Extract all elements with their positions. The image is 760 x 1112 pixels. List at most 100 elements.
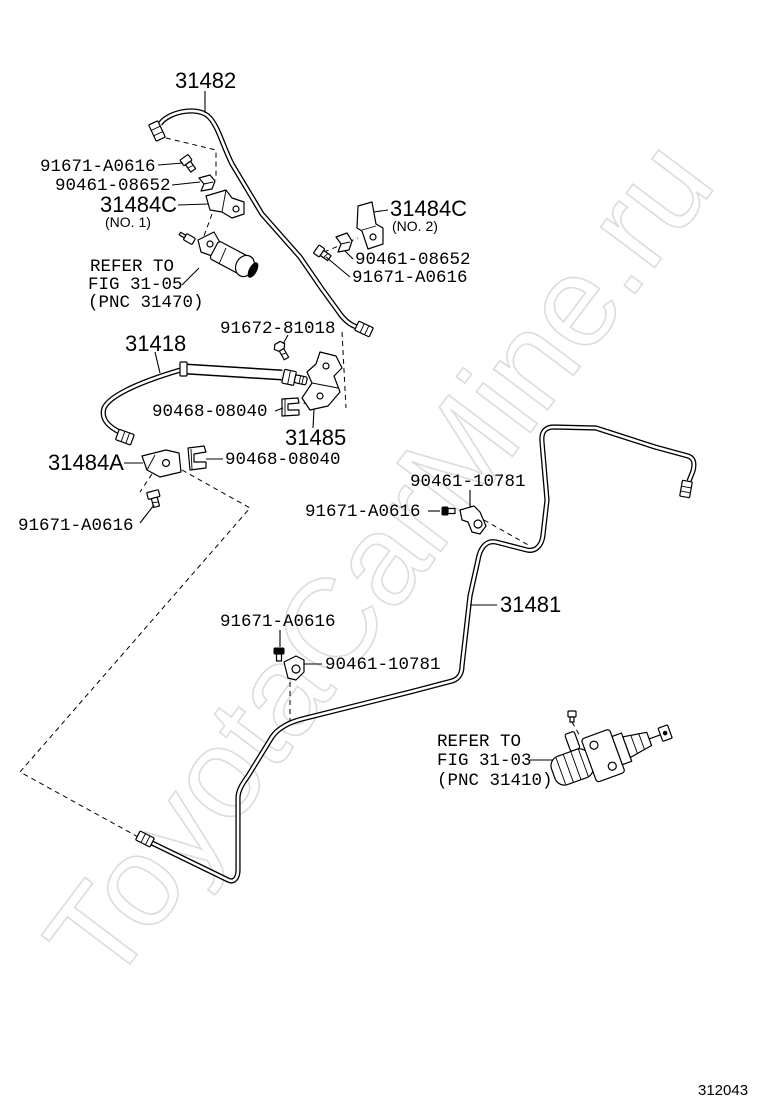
leader-bracket-no2: [373, 209, 389, 213]
boot-rib: [630, 734, 638, 754]
label-ref-master-3: (PNC 31410): [437, 771, 553, 791]
leader-hose-31418: [154, 351, 161, 374]
bolt-thread: [187, 164, 194, 169]
fitting-hex-edge: [287, 370, 291, 385]
clamp-tube-hole: [473, 519, 483, 529]
fitting-nut: [354, 320, 374, 338]
bolt-master-cylinder: [567, 710, 577, 723]
label-bolt-no2: 91671-A0616: [352, 268, 468, 288]
fitting-nut-edge: [140, 833, 146, 843]
leader-bolt-top: [157, 162, 184, 166]
figure-number: 312043: [698, 1082, 748, 1099]
label-bracket-no1: 31484C: [100, 192, 177, 217]
bolt-head: [273, 647, 285, 655]
label-bracket-31484a: 31484A: [48, 450, 124, 475]
release-cylinder-end: [247, 262, 259, 278]
label-clip-no2: 90461-08652: [355, 250, 471, 270]
bolt-91671-lower: [273, 647, 285, 662]
bracket-31484c-no1: [205, 189, 245, 219]
flange-hole: [206, 240, 214, 248]
bellows-rib: [562, 754, 574, 783]
bracket-31484c-no2: [356, 201, 384, 250]
label-ref-master-2: FIG 31-03: [437, 751, 532, 771]
leader-bolt-no2: [325, 256, 351, 278]
clip-90468-08040-left: [281, 397, 300, 417]
bracket-bend: [361, 225, 377, 231]
release-cylinder-rib: [218, 247, 227, 265]
dash-bracket-31485-right: [341, 331, 347, 409]
leader-bracket-31485: [312, 408, 315, 429]
release-cylinder: [178, 231, 259, 278]
tube-31481: [135, 424, 697, 884]
body-bolt: [589, 740, 599, 750]
bracket-hole: [322, 362, 330, 370]
label-bolt-81018: 91672-81018: [220, 319, 336, 339]
body-bolt: [607, 761, 617, 771]
bleeder-tip: [178, 231, 187, 239]
tube-31482-core: [158, 109, 358, 329]
fitting-nut: [148, 120, 166, 142]
bolt-thread: [323, 253, 329, 259]
fitting-nut-edge: [153, 131, 163, 137]
callout-labels: 31482 91671-A0616 90461-08652 31484C (NO…: [18, 68, 561, 791]
fitting-nut-edge: [681, 485, 692, 489]
label-31482: 31482: [175, 68, 236, 93]
fitting-nut: [135, 830, 155, 848]
leader-ref-release: [181, 267, 200, 286]
fitting-nut-edge: [680, 490, 691, 494]
label-bracket-no2-sub: (NO. 2): [392, 218, 438, 234]
hose-31418-band: [179, 361, 188, 377]
fitting-31481-lower: [135, 830, 155, 848]
bellows-rib: [570, 751, 582, 780]
fitting-nut-edge: [364, 325, 370, 335]
hose-31418-fitting-left: [115, 428, 135, 446]
fitting-nut-edge: [125, 432, 131, 444]
fitting-nut-edge: [151, 125, 161, 131]
clip-edge: [190, 448, 193, 470]
label-tube-31481: 31481: [500, 592, 561, 617]
label-bracket-31485: 31485: [285, 425, 346, 450]
fitting-31482-end: [354, 320, 374, 338]
bracket-31484a: [141, 449, 182, 478]
bolt-head: [441, 506, 449, 516]
bracket-31485: [301, 351, 343, 411]
bracket-plate: [301, 351, 343, 411]
master-cylinder-pushrod: [648, 734, 661, 740]
label-ref-release-3: (PNC 31470): [88, 293, 204, 313]
label-bolt-top: 91671-A0616: [40, 157, 156, 177]
hose-31418-rubber-core: [185, 365, 283, 379]
leader-clip-no2: [344, 250, 354, 260]
dash-bracket-no1-to-release-cylinder: [203, 213, 213, 237]
boot-rib: [638, 733, 646, 751]
clip-body: [281, 397, 300, 417]
bolt-91671-mid: [441, 506, 456, 516]
bleeder-bolt: [178, 231, 196, 245]
leader-bracket-no1: [177, 203, 209, 206]
fitting-nipple: [293, 374, 308, 386]
clip-90468-08040-right: [187, 445, 207, 471]
label-clamp-lower: 90461-10781: [325, 655, 441, 675]
leader-clip-08040-left: [274, 407, 284, 412]
fitting-nut-edge: [359, 323, 365, 333]
fitting-nut-edge: [120, 431, 126, 442]
leader-lines: [124, 91, 553, 761]
dash-31484a-to-tube-31481: [19, 469, 251, 839]
bracket-hole: [316, 392, 324, 400]
bolt-shank: [569, 716, 575, 723]
bracket-bend: [146, 454, 156, 471]
label-hose-31418: 31418: [125, 331, 186, 356]
bolt-91671-left: [146, 489, 161, 509]
leader-bolt-81018: [282, 334, 289, 345]
clip-edge: [340, 241, 351, 245]
fitting-nut-edge: [145, 835, 151, 846]
hose-31418: [100, 361, 308, 446]
bolt-shank: [278, 348, 290, 361]
bolt-91672-81018: [273, 340, 290, 361]
dash-bolt-to-master-cylinder: [571, 721, 581, 737]
bolt-91671-no2: [313, 244, 332, 262]
label-ref-release-2: FIG 31-05: [88, 275, 183, 295]
label-ref-master-1: REFER TO: [437, 732, 521, 752]
clip-edge: [203, 181, 214, 185]
fitting-nut: [679, 479, 693, 499]
